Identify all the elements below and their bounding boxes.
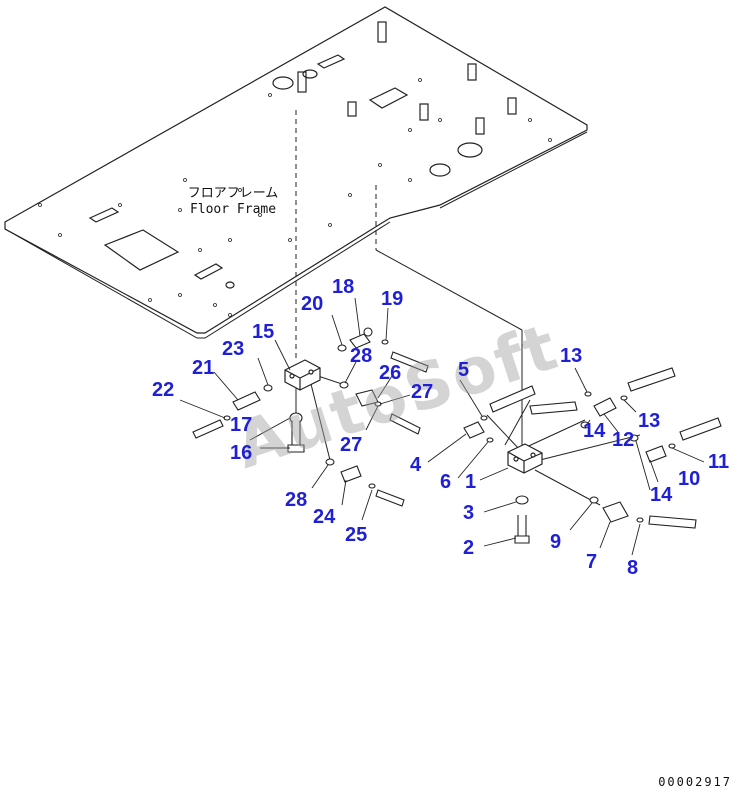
callout-14-b[interactable]: 14 [650,484,673,506]
floor-frame-label-jp: フロアフレーム [187,186,279,201]
callout-15[interactable]: 15 [252,321,275,343]
callout-19[interactable]: 19 [381,288,404,310]
floor-frame-label: フロアフレーム Floor Frame [178,186,288,218]
callout-20[interactable]: 20 [301,293,324,315]
floor-frame-label-en: Floor Frame [189,202,277,217]
callout-17[interactable]: 17 [230,414,253,436]
callout-2[interactable]: 2 [463,537,475,559]
callout-22[interactable]: 22 [152,379,175,401]
callout-28-b[interactable]: 28 [285,489,308,511]
floor-frame-plate [4,6,588,334]
callout-6[interactable]: 6 [440,471,452,493]
callout-24[interactable]: 24 [313,506,336,528]
manifold-block-upper [284,359,321,391]
callout-18[interactable]: 18 [332,276,355,298]
callout-16[interactable]: 16 [230,442,253,464]
drawing-number: 00002917 [658,775,732,789]
callout-21[interactable]: 21 [192,357,215,379]
callout-1[interactable]: 1 [465,471,477,493]
callout-7[interactable]: 7 [586,551,598,573]
callout-8[interactable]: 8 [627,557,639,579]
callout-4[interactable]: 4 [410,454,422,476]
callout-5[interactable]: 5 [458,359,470,381]
callout-27-b[interactable]: 27 [340,434,363,456]
callout-12[interactable]: 12 [612,429,635,451]
callout-14-a[interactable]: 14 [583,420,606,442]
callout-28-a[interactable]: 28 [350,345,373,367]
callout-27-a[interactable]: 27 [411,381,434,403]
frame-opening [103,229,180,271]
manifold-block-lower [507,443,543,474]
callout-23[interactable]: 23 [222,338,245,360]
callout-9[interactable]: 9 [550,531,562,553]
callout-25[interactable]: 25 [345,524,368,546]
callout-13-a[interactable]: 13 [560,345,583,367]
callout-11[interactable]: 11 [708,451,730,473]
callout-26[interactable]: 26 [379,362,402,384]
callout-10[interactable]: 10 [678,468,701,490]
callout-13-b[interactable]: 13 [638,410,661,432]
callout-3[interactable]: 3 [463,502,475,524]
